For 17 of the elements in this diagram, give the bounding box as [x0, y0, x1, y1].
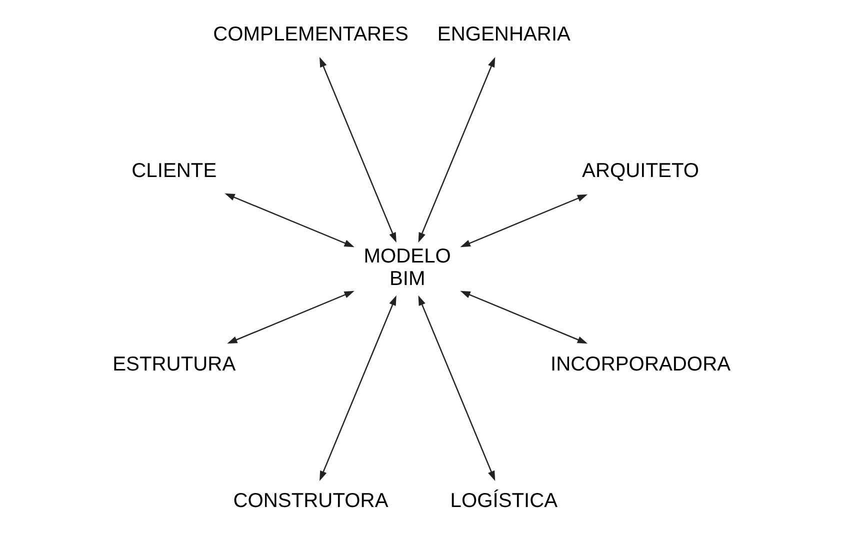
node-text: ESTRUTURA: [112, 353, 236, 376]
node-text: CONSTRUTORA: [232, 490, 388, 512]
arrow: [226, 290, 354, 344]
node-text: ENGENHARIA: [436, 24, 570, 46]
arrow: [418, 57, 495, 243]
arrow: [460, 290, 588, 344]
node-text: LOGÍSTICA: [450, 490, 558, 512]
node-text: ARQUITETO: [582, 160, 699, 182]
arrow: [319, 57, 396, 243]
arrow: [460, 194, 588, 248]
arrow: [418, 295, 495, 481]
node-text: CLIENTE: [131, 160, 216, 182]
node-text: INCORPORADORA: [550, 353, 730, 376]
arrow: [319, 295, 396, 481]
node-text: MODELO BIM: [363, 245, 450, 290]
node-text: COMPLEMENTARES: [212, 24, 408, 46]
arrow: [224, 193, 354, 248]
